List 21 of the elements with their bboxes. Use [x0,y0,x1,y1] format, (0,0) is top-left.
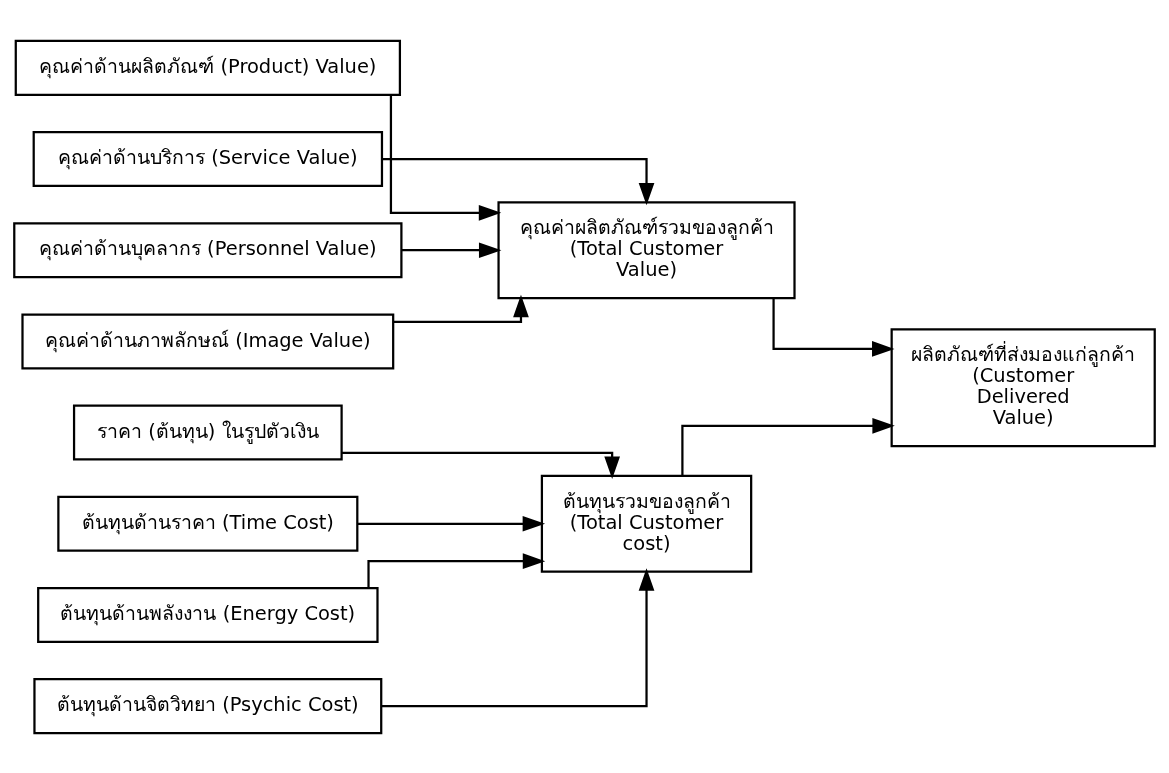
node-box: คุณค่าด้านบริการ (Service Value) [32,130,384,187]
node-box: คุณค่าด้านบุคลากร (Personnel Value) [13,221,403,278]
node-box: ผลิตภัณฑ์ที่ส่งมองแก่ลูกค้า (Customer Delivered Value) [890,327,1156,447]
node-box: ต้นทุนด้านจิตวิทยา (Psychic Cost) [33,677,383,734]
arrow [367,552,546,587]
arrow [681,417,895,475]
arrow [382,157,655,205]
node-box: ต้นทุนด้านพลังงาน (Energy Cost) [37,586,379,643]
node-box: คุณค่าด้านผลิตภัณฑ์ (Product) Value) [14,39,402,96]
node-box: คุณค่าด้านภาพลักษณ์ (Image Value) [21,312,395,369]
node-box: ต้นทุนรวมของลูกค้า (Total Customer cost) [540,474,753,573]
arrow [401,241,502,258]
arrow [389,94,502,221]
arrow [341,451,620,479]
arrow [393,294,529,323]
arrow [357,515,546,532]
arrow [772,297,895,357]
node-box: ต้นทุนด้านราคา (Time Cost) [57,495,359,552]
node-box: คุณค่าผลิตภัณฑ์รวมของลูกค้า (Total Customer Value) [497,200,796,299]
node-box: ราคา (ต้นทุน) ในรูปตัวเงิน [72,404,343,461]
arrow [381,567,655,707]
